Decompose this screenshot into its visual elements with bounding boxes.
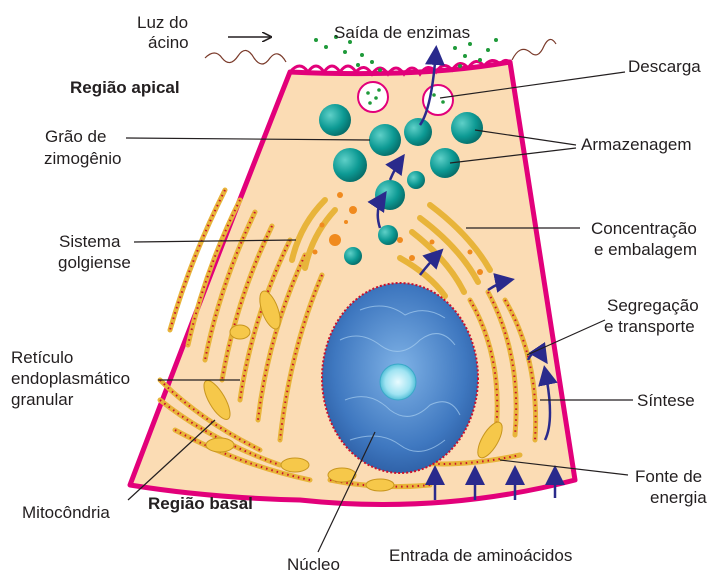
lumen-label-line2: ácino	[148, 33, 189, 53]
nucleolus	[380, 364, 416, 400]
zymogen-granule-label-line1: Grão de	[45, 127, 106, 147]
energy-label-line1: Fonte de	[635, 467, 702, 487]
mitochondria-label: Mitocôndria	[22, 503, 110, 523]
apical-region-label: Região apical	[70, 78, 180, 98]
concentration-label-line1: Concentração	[591, 219, 697, 239]
segregation-label-line1: Segregação	[607, 296, 699, 316]
lumen-border-left	[205, 50, 286, 64]
nucleus-label: Núcleo	[287, 555, 340, 575]
golgi-label-line1: Sistema	[59, 232, 120, 252]
lumen-label-line1: Luz do	[137, 13, 188, 33]
storage-label: Armazenagem	[581, 135, 692, 155]
amino-acid-entry-label: Entrada de aminoácidos	[389, 546, 572, 566]
er-label-line2: endoplasmático	[11, 369, 130, 389]
segregation-label-line2: e transporte	[604, 317, 695, 337]
golgi-label-line2: golgiense	[58, 253, 131, 273]
nucleus	[322, 283, 478, 473]
enzyme-exit-label: Saída de enzimas	[334, 23, 470, 43]
synthesis-label: Síntese	[637, 391, 695, 411]
er-label-line1: Retículo	[11, 348, 73, 368]
zymogen-granule-label-line2: zimogênio	[44, 149, 122, 169]
basal-region-label: Região basal	[148, 494, 253, 514]
er-label-line3: granular	[11, 390, 73, 410]
concentration-label-line2: e embalagem	[594, 240, 697, 260]
energy-label-line2: energia	[650, 488, 707, 508]
lumen-border-right	[512, 39, 556, 60]
discharge-label: Descarga	[628, 57, 701, 77]
